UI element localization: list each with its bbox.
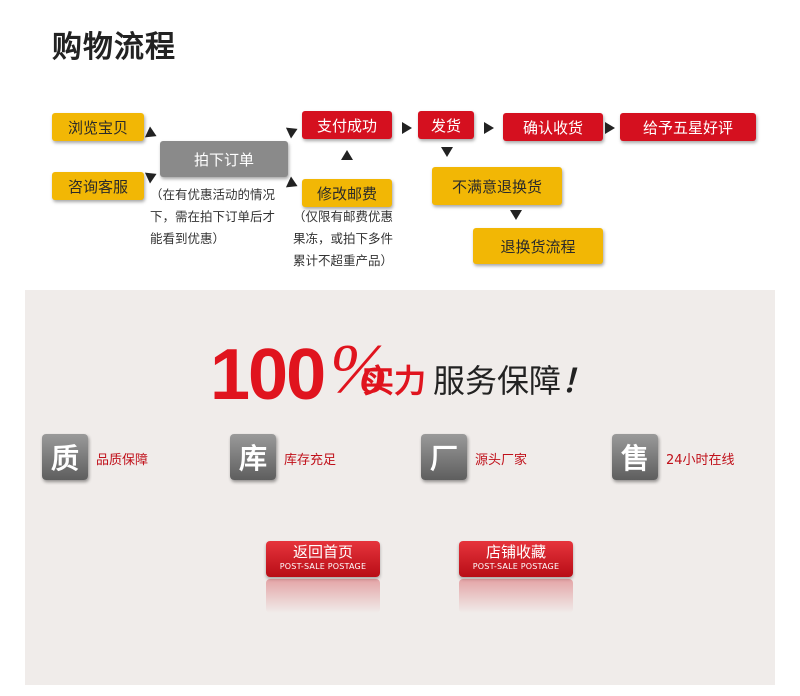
step-ship: 发货	[418, 111, 474, 139]
button-reflection	[459, 579, 573, 613]
button-reflection	[266, 579, 380, 613]
arrow-right-icon	[285, 176, 301, 192]
note-line: 果冻，或拍下多件	[293, 231, 394, 246]
guarantee-service-text: 服务保障	[433, 362, 562, 400]
factory-icon: 厂	[421, 434, 467, 480]
home-button-sub: POST-SALE POSTAGE	[279, 562, 367, 571]
arrow-right-icon	[402, 122, 412, 134]
home-button-label: 返回首页	[292, 543, 353, 561]
step-unsatisfied-return: 不满意退换货	[432, 167, 562, 205]
guarantee-exclaim: ！	[561, 362, 594, 400]
step-place-order: 拍下订单	[160, 141, 288, 177]
note-line: 能看到优惠）	[150, 231, 226, 246]
feature-label-online: 24小时在线	[666, 453, 735, 468]
feature-label-stock: 库存充足	[284, 453, 337, 468]
step-ship-label: 发货	[430, 116, 461, 135]
service-icon: 售	[612, 434, 658, 480]
step-five-star: 给予五星好评	[620, 113, 756, 141]
arrow-up-icon	[341, 150, 353, 160]
arrow-right-icon	[605, 122, 615, 134]
note-line: （仅限有邮费优惠	[293, 209, 394, 224]
guarantee-hundred: 100	[210, 335, 326, 415]
step-modify-postage-label: 修改邮费	[316, 184, 377, 203]
favorite-shop-button-sub: POST-SALE POSTAGE	[472, 562, 560, 571]
quality-icon: 质	[42, 434, 88, 480]
feature-label-factory: 源头厂家	[475, 453, 528, 468]
guarantee-strength: 实力	[362, 362, 427, 400]
step-five-star-label: 给予五星好评	[642, 118, 733, 137]
note-line: （在有优惠活动的情况	[150, 187, 276, 202]
step-consult-label: 咨询客服	[67, 177, 128, 196]
note-discount: （在有优惠活动的情况 下，需在拍下订单后才 能看到优惠）	[150, 184, 275, 250]
step-modify-postage: 修改邮费	[302, 179, 392, 207]
step-browse-label: 浏览宝贝	[67, 118, 128, 137]
home-button[interactable]: 返回首页 POST-SALE POSTAGE	[266, 541, 380, 577]
arrow-right-icon	[285, 123, 301, 139]
note-postage: （仅限有邮费优惠 果冻，或拍下多件 累计不超重产品）	[293, 206, 393, 272]
favorite-shop-button-label: 店铺收藏	[485, 543, 546, 561]
stock-icon: 库	[230, 434, 276, 480]
step-browse: 浏览宝贝	[52, 113, 144, 141]
arrow-right-icon	[484, 122, 494, 134]
step-confirm-receipt-label: 确认收货	[522, 118, 583, 137]
step-return-process: 退换货流程	[473, 228, 603, 264]
note-line: 下，需在拍下订单后才	[150, 209, 276, 224]
step-return-process-label: 退换货流程	[500, 237, 576, 256]
arrow-right-icon	[144, 126, 160, 142]
feature-label-quality: 品质保障	[96, 453, 149, 468]
guarantee-service: 服务保障！	[433, 356, 593, 402]
step-consult: 咨询客服	[52, 172, 144, 200]
note-line: 累计不超重产品）	[293, 253, 394, 268]
step-pay-success: 支付成功	[302, 111, 392, 139]
step-confirm-receipt: 确认收货	[503, 113, 603, 141]
arrow-right-icon	[144, 168, 160, 184]
favorite-shop-button[interactable]: 店铺收藏 POST-SALE POSTAGE	[459, 541, 573, 577]
page-title: 购物流程	[52, 30, 176, 65]
guarantee-percent: %	[330, 331, 389, 408]
guarantee-panel	[25, 290, 775, 685]
step-place-order-label: 拍下订单	[193, 150, 254, 169]
arrow-down-icon	[441, 147, 453, 157]
step-pay-success-label: 支付成功	[316, 116, 377, 135]
arrow-down-icon	[510, 210, 522, 220]
step-unsatisfied-return-label: 不满意退换货	[451, 177, 542, 196]
